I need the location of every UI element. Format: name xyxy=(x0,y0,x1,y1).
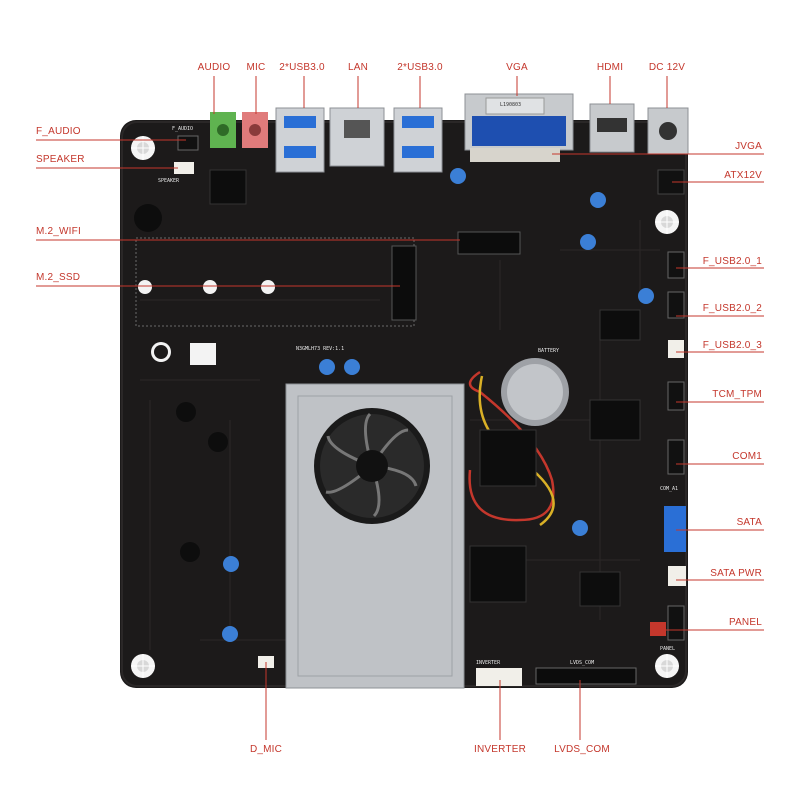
label-f-usb3: F_USB2.0_3 xyxy=(702,340,762,351)
label-f-audio: F_AUDIO xyxy=(36,126,81,137)
sata-connector xyxy=(664,506,686,552)
label-hdmi: HDMI xyxy=(596,62,624,73)
lvds-header xyxy=(535,667,637,685)
label-com1: COM1 xyxy=(732,451,762,462)
label-speaker: SPEAKER xyxy=(36,154,85,165)
jvga-header xyxy=(470,148,560,162)
f-usb2-header xyxy=(667,291,685,319)
label-atx12v: ATX12V xyxy=(724,170,762,181)
label-panel: PANEL xyxy=(728,617,762,628)
label-lvds-com: LVDS_COM xyxy=(554,744,610,755)
silk-speaker: SPEAKER xyxy=(158,178,180,184)
label-sata: SATA xyxy=(736,517,762,528)
silk-board-model: N3GMLH73 REV:1.1 xyxy=(296,346,345,352)
label-lan: LAN xyxy=(347,62,369,73)
label-jvga: JVGA xyxy=(735,141,762,152)
label-sata-pwr: SATA PWR xyxy=(710,568,762,579)
label-m2-ssd: M.2_SSD xyxy=(36,272,81,283)
sata-pwr-connector xyxy=(668,566,686,586)
silk-f-audio: F_AUDIO xyxy=(172,126,194,132)
cooling-fan-icon xyxy=(314,408,430,524)
f-usb1-header xyxy=(667,251,685,279)
silk-battery: BATTERY xyxy=(538,348,560,354)
silk-lvds: LVDS_COM xyxy=(570,660,595,666)
label-m2-wifi: M.2_WIFI xyxy=(36,226,81,237)
com1-header xyxy=(667,439,685,475)
label-usb-right: 2*USB3.0 xyxy=(397,62,443,73)
label-f-usb2: F_USB2.0_2 xyxy=(702,303,762,314)
tcm-header xyxy=(667,381,685,411)
label-dc: DC 12V xyxy=(648,62,686,73)
f-usb3-connector xyxy=(668,340,684,358)
label-tcm-tpm: TCM_TPM xyxy=(712,389,762,400)
label-f-usb1: F_USB2.0_1 xyxy=(702,256,762,267)
silk-com: COM_A1 xyxy=(660,486,679,492)
m2-wifi-slot xyxy=(457,231,521,255)
label-d-mic: D_MIC xyxy=(249,744,283,755)
panel-header xyxy=(650,622,666,636)
label-usb-left: 2*USB3.0 xyxy=(279,62,325,73)
label-inverter: INVERTER xyxy=(474,744,526,755)
label-audio: AUDIO xyxy=(197,62,231,73)
inverter-connector xyxy=(476,668,522,686)
label-mic: MIC xyxy=(246,62,266,73)
silk-vga-chip: L190803 xyxy=(500,102,522,108)
leader-lines xyxy=(36,76,764,740)
coin-battery-icon xyxy=(501,358,569,426)
silk-panel: PANEL xyxy=(660,646,676,652)
silk-inverter: INVERTER xyxy=(476,660,501,666)
label-vga: VGA xyxy=(506,62,528,73)
